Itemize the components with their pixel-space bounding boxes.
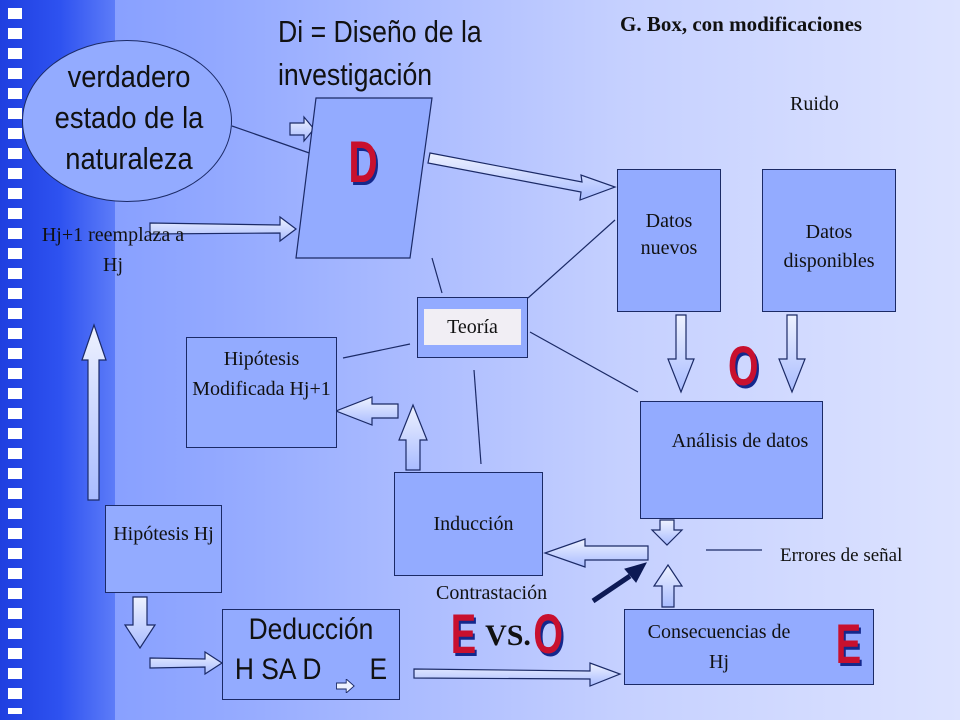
line-d-teoria	[431, 257, 443, 294]
box-consecuencias	[624, 609, 874, 685]
arrow-analisis-down	[650, 519, 684, 546]
arrow-induccion-up	[398, 403, 428, 471]
d-parallelogram	[295, 97, 433, 259]
box-induccion	[394, 472, 543, 576]
d-letter: D	[348, 130, 378, 195]
noise-text: Ruido	[790, 93, 839, 115]
vs-text: VS.	[485, 619, 531, 652]
box-hipotesis-modificada	[186, 337, 337, 448]
deduccion-title: Deducción	[248, 613, 374, 646]
nature-text: verdadero estado de la naturaleza	[54, 59, 204, 176]
datos-disponibles-text: Datos disponibles	[783, 221, 875, 272]
arrow-small-title	[289, 115, 315, 143]
line-teoria-induccion	[473, 369, 482, 465]
small-arrow-icon	[336, 664, 355, 695]
arrow-hj1-to-d	[149, 215, 297, 243]
box-analisis	[640, 401, 823, 519]
contrastacion-text: Contrastación	[436, 582, 548, 604]
line-teoria-datos	[527, 219, 616, 299]
arrow-hj-to-deduccion	[123, 596, 157, 650]
arrow-datos-nuevos-down	[667, 314, 695, 394]
deduccion-formula: H SA D E	[233, 650, 390, 695]
arrow-datos-disp-down	[778, 314, 806, 394]
diagram-title: Di = Diseño de la investigación	[278, 14, 482, 92]
arrow-to-hipmod	[334, 396, 399, 426]
box-deduccion	[222, 609, 400, 700]
teoria-text: Teoría	[424, 309, 521, 345]
analisis-text: Análisis de datos	[671, 430, 809, 452]
line-nature-to-d	[231, 125, 316, 156]
box-datos-disponibles	[762, 169, 896, 312]
arrow-d-to-datos	[427, 152, 617, 201]
errores-text: Errores de señal	[780, 545, 903, 566]
sidebar-squares	[8, 8, 22, 714]
arrow-consec-up	[652, 563, 684, 608]
line-teoria-analisis	[529, 331, 639, 393]
arrow-to-induccion	[543, 538, 649, 568]
nature-ellipse	[22, 40, 232, 202]
o-letter-bottom: O	[533, 602, 564, 665]
arrow-hj-up	[81, 323, 107, 501]
replace-text: Hj+1 reemplaza a Hj	[41, 224, 185, 276]
deduccion-formula-left: H SA D	[234, 653, 322, 686]
credit-text: G. Box, con modificaciones	[620, 12, 863, 36]
e-letter-right: E	[835, 612, 862, 675]
arrow-deduccion-to-consec	[413, 662, 622, 687]
o-letter: O	[728, 334, 759, 397]
hipotesis-modificada-text: Hipótesis Modificada Hj+1	[192, 348, 331, 400]
arrow-into-deduccion	[149, 650, 224, 676]
box-hipotesis	[105, 505, 222, 593]
datos-nuevos-text: Datos nuevos	[640, 210, 698, 259]
hipotesis-text: Hipótesis Hj	[113, 523, 214, 545]
induccion-text: Inducción	[433, 513, 514, 535]
line-teoria-hipmod	[342, 343, 411, 359]
consecuencias-text: Consecuencias de Hj	[647, 621, 791, 673]
e-letter-left: E	[450, 602, 477, 665]
arrow-contrastacion-shaft	[591, 573, 632, 604]
box-datos-nuevos	[617, 169, 721, 312]
arrow-contrastacion-head	[624, 562, 647, 583]
deduccion-formula-right: E	[369, 653, 388, 686]
